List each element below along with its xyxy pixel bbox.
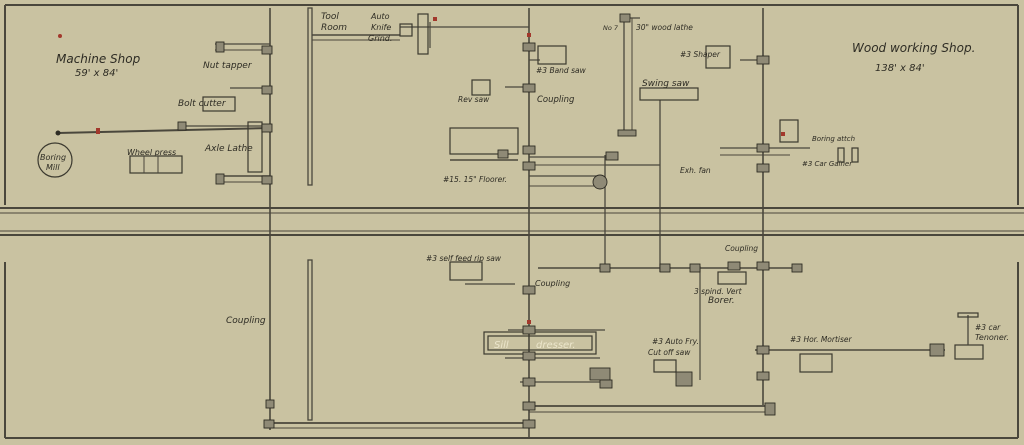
coupling-upper-label: Coupling xyxy=(537,95,575,105)
pulleys xyxy=(177,13,945,429)
auto-fry-label-1: #3 Auto Fry. xyxy=(652,337,699,346)
bolt-cutter-label: Bolt cutter xyxy=(178,99,227,109)
machine-shop-title: Machine Shop xyxy=(56,52,141,66)
coupling-right-label: Coupling xyxy=(725,244,758,253)
tool-room-label-2: Room xyxy=(321,23,347,33)
car-gainer-label: #3 Car Gainer xyxy=(802,160,853,168)
boring-mill-label-1: Boring xyxy=(40,153,66,162)
coupling-left-label: Coupling xyxy=(226,316,266,326)
car-gainer-machine xyxy=(837,147,845,163)
woodworking-shop-title: Wood working Shop. xyxy=(852,41,975,55)
red-marks xyxy=(58,17,785,324)
sill-dresser-machine xyxy=(483,331,597,355)
car-tenoner-label-1: #3 car xyxy=(975,323,1001,332)
partition-walls xyxy=(307,7,400,421)
auto-knife-label-2: Knife xyxy=(371,23,391,32)
vert-borer-label-1: 3 spind. Vert xyxy=(694,287,743,296)
woodworking-equipment xyxy=(449,45,984,383)
boring-mill-machine xyxy=(37,142,73,178)
axle-lathe-label: Axle Lathe xyxy=(204,144,253,154)
auto-knife-label-1: Auto xyxy=(370,12,390,21)
shaper-machine xyxy=(705,45,731,69)
shaper-label: #3 Shaper xyxy=(680,50,721,59)
line-shafts xyxy=(269,8,764,438)
nut-tapper-label: Nut tapper xyxy=(203,61,253,71)
boring-attch-label: Boring attch xyxy=(812,135,855,143)
machine-shop-size: 59' x 84' xyxy=(75,68,118,79)
boring-attachment xyxy=(779,119,799,143)
hor-mortiser-machine xyxy=(799,353,833,373)
rev-saw-label: Rev saw xyxy=(458,95,490,104)
band-saw-machine xyxy=(537,45,567,65)
rev-saw-machine xyxy=(471,79,491,96)
dresser-label: dresser. xyxy=(536,340,576,351)
swing-saw-label: Swing saw xyxy=(642,79,690,89)
floorer-machine xyxy=(449,127,519,155)
no7-label: No 7 xyxy=(603,24,619,32)
boring-mill-label-2: Mill xyxy=(46,163,60,172)
band-saw-label: #3 Band saw xyxy=(536,66,587,75)
tool-room-label-1: Tool xyxy=(321,12,339,22)
belt-runs xyxy=(57,17,945,429)
wheel-press-machine xyxy=(129,155,183,174)
car-tenoner-machine xyxy=(954,344,984,360)
vert-borer-machine xyxy=(717,271,747,285)
bolt-cutter-machine xyxy=(202,96,236,112)
coupling-mid-label: Coupling xyxy=(535,279,570,288)
exhaust-fan-pulley xyxy=(592,174,608,190)
building-outline xyxy=(4,4,1019,439)
woodworking-shop-size: 138' x 84' xyxy=(875,63,925,74)
hor-mortiser-label: #3 Hor. Mortiser xyxy=(790,335,853,344)
auto-fry-label-2: Cut off saw xyxy=(648,348,691,357)
swing-saw-machine xyxy=(639,87,699,101)
exh-fan-label: Exh. fan xyxy=(680,166,711,175)
sill-label: Sill xyxy=(494,340,509,351)
wood-lathe-label: 30" wood lathe xyxy=(636,23,693,32)
rip-saw-machine xyxy=(449,261,483,281)
area-labels: Machine Shop 59' x 84' Wood working Shop… xyxy=(56,41,975,79)
car-tenoner-label-2: Tenoner. xyxy=(975,333,1009,342)
vert-borer-label-2: Borer. xyxy=(708,296,735,306)
floorer-label: #15. 15" Floorer. xyxy=(443,175,507,184)
cutoff-saw-machine xyxy=(653,359,677,373)
machine-labels: Tool Room Auto Knife Grind. Nut tapper B… xyxy=(40,12,1009,357)
central-corridor xyxy=(0,207,1024,236)
auto-knife-label-3: Grind. xyxy=(368,34,392,43)
wheel-press-label: Wheel press xyxy=(127,148,176,157)
rip-saw-label: #3 self feed rip saw xyxy=(426,254,502,263)
